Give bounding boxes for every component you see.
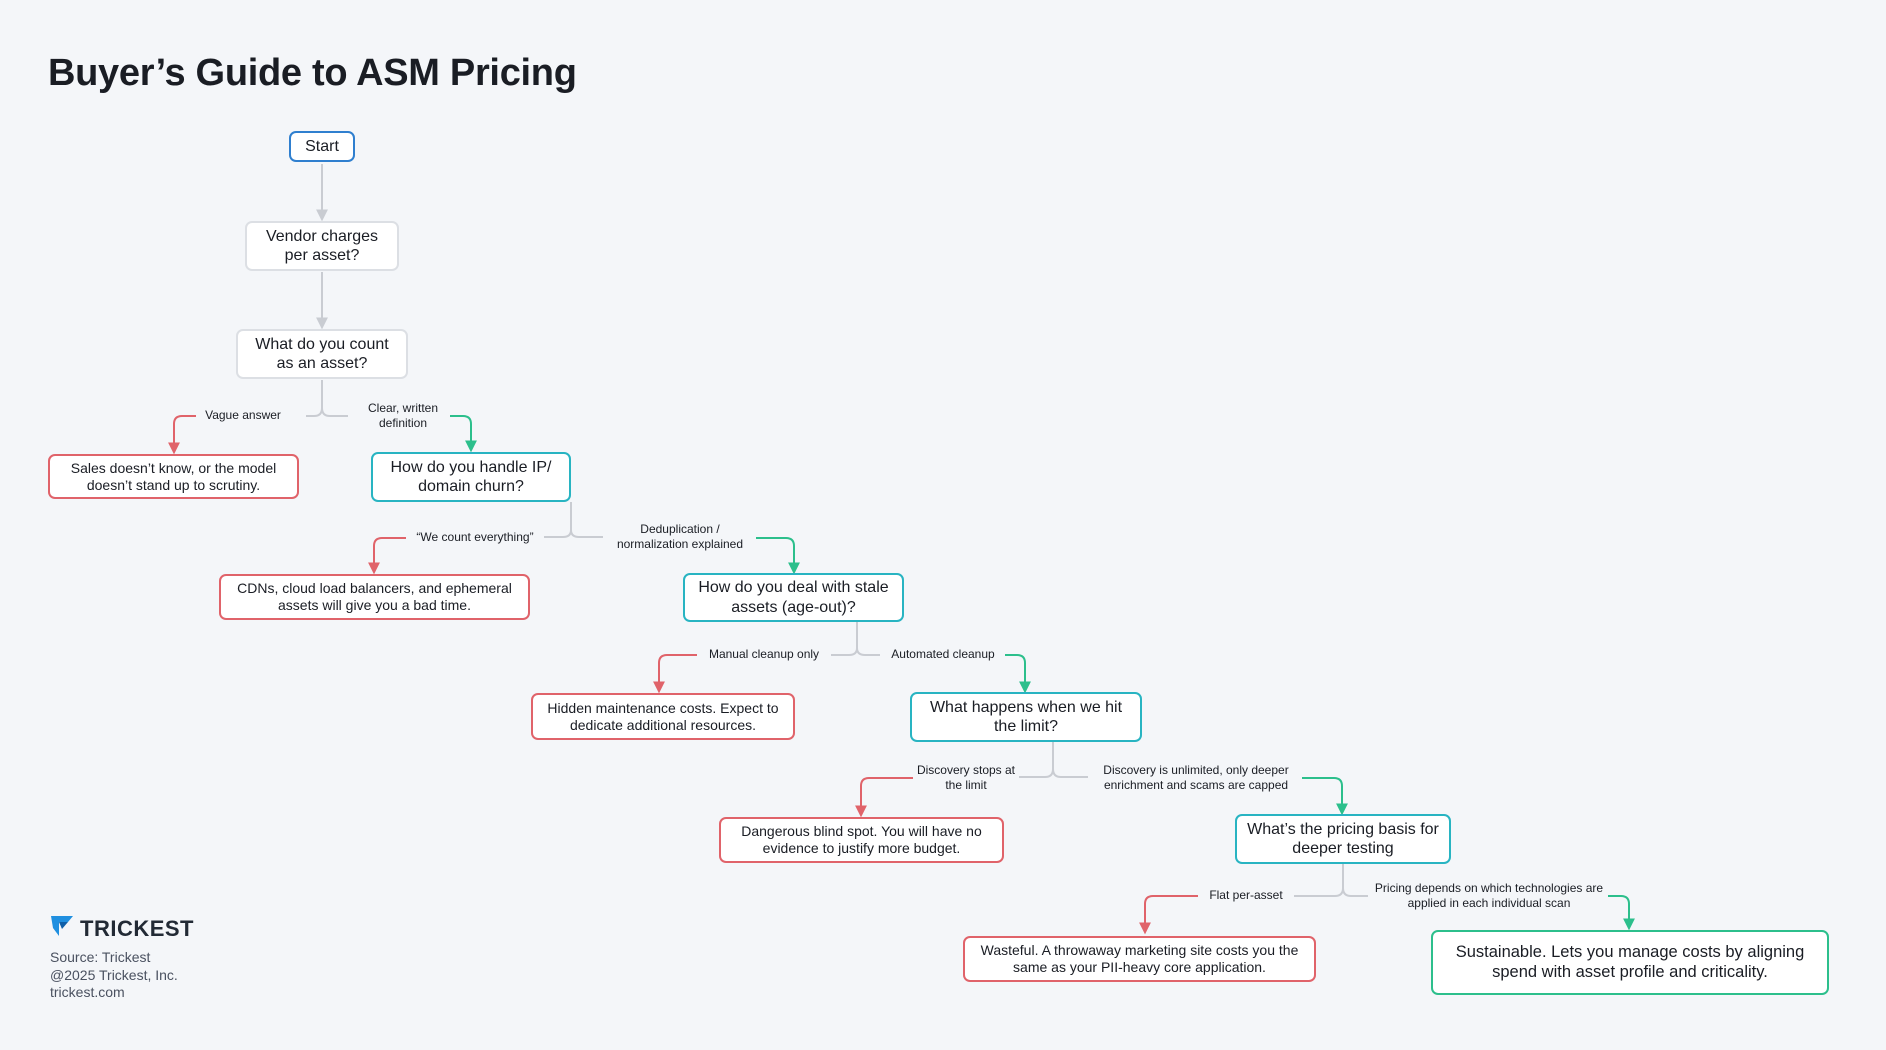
edge-count-stem-right — [321, 407, 348, 417]
wasteful-node: Wasteful. A throwaway marketing site cos… — [963, 936, 1316, 982]
edge-pricing-depends — [1604, 895, 1635, 931]
trickest-logo-icon — [50, 914, 74, 943]
edge-stale-stem — [828, 622, 858, 656]
count-asset-node: What do you count as an asset? — [236, 329, 408, 379]
edge-flat-per-asset — [1139, 895, 1198, 935]
sales-doesnt-know-node: Sales doesn’t know, or the model doesn’t… — [48, 454, 299, 499]
edge-vague-answer — [168, 415, 285, 455]
edge-limit-stem — [1015, 742, 1054, 778]
edge-dedup-explained — [752, 537, 800, 575]
edge-churn-stem-right — [570, 529, 603, 538]
footer-website: trickest.com — [50, 984, 125, 1000]
edge-label-discovery-stops: Discovery stops at the limit — [913, 763, 1019, 793]
edge-churn-stem — [540, 502, 572, 538]
edge-discovery-stops — [855, 777, 913, 818]
brand-wordmark: TRICKEST — [80, 915, 194, 941]
edge-discovery-unlimited — [1298, 777, 1348, 816]
start-node: Start — [289, 131, 355, 162]
vendor-charges-node: Vendor charges per asset? — [245, 221, 399, 271]
diagram-title: Buyer’s Guide to ASM Pricing — [48, 52, 577, 94]
edge-stale-stem-right — [856, 647, 880, 656]
cdn-bad-time-node: CDNs, cloud load balancers, and ephemera… — [219, 574, 530, 620]
edge-clear-definition — [446, 415, 477, 453]
footer-copyright: @2025 Trickest, Inc. — [50, 966, 178, 983]
footer-source: Source: Trickest — [50, 949, 151, 965]
sustainable-node: Sustainable. Lets you manage costs by al… — [1431, 930, 1829, 995]
blind-spot-node: Dangerous blind spot. You will have no e… — [719, 817, 1004, 863]
edge-manual-cleanup — [653, 654, 697, 694]
ip-churn-node: How do you handle IP/ domain churn? — [371, 452, 571, 502]
edge-label-manual-cleanup: Manual cleanup only — [697, 647, 831, 662]
edge-pricing-stem-right — [1342, 887, 1368, 897]
edge-limit-stem-right — [1052, 768, 1088, 778]
edge-label-count-everything: “We count everything” — [406, 530, 544, 545]
hit-limit-node: What happens when we hit the limit? — [910, 692, 1142, 742]
pricing-basis-node: What’s the pricing basis for deeper test… — [1235, 814, 1451, 864]
stale-assets-node: How do you deal with stale assets (age-o… — [683, 573, 904, 622]
edge-label-pricing-depends: Pricing depends on which technologies ar… — [1370, 881, 1608, 911]
edge-automated-cleanup — [1000, 654, 1031, 694]
edge-label-dedup-explained: Deduplication / normalization explained — [604, 522, 756, 552]
edge-label-vague-answer: Vague answer — [196, 408, 290, 423]
edge-label-flat-per-asset: Flat per-asset — [1198, 888, 1294, 903]
brand-logo: TRICKEST — [50, 914, 194, 943]
edge-count-stem — [306, 380, 323, 417]
edge-label-discovery-unlimited: Discovery is unlimited, only deeper enri… — [1090, 763, 1302, 793]
edge-count-everything — [368, 537, 406, 575]
edge-pricing-stem — [1290, 864, 1344, 897]
footer-brand: TRICKEST Source: Trickest @2025 Trickest… — [50, 914, 194, 1002]
edge-label-clear-definition: Clear, written definition — [356, 401, 450, 431]
edge-label-automated-cleanup: Automated cleanup — [881, 647, 1005, 662]
hidden-costs-node: Hidden maintenance costs. Expect to dedi… — [531, 693, 795, 740]
